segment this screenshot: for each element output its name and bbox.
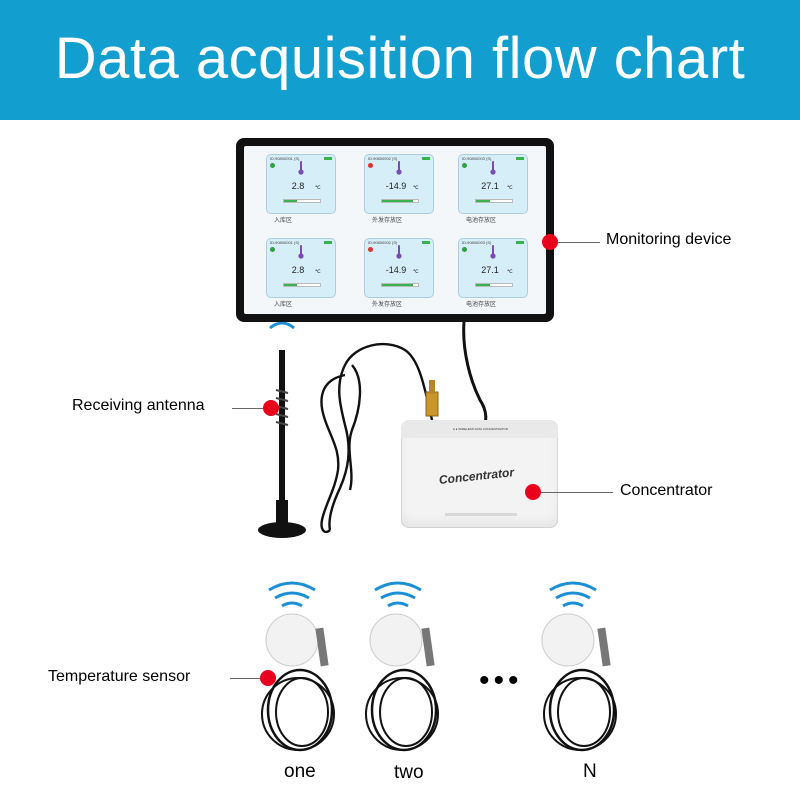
zone-label: 外发存放区 (372, 302, 403, 308)
sensor-tile[interactable]: ID:90800001 (S) 2.8 ℃ (266, 154, 336, 214)
zone-label: 入库区 (274, 218, 293, 224)
concentrator-led-strip (445, 513, 517, 516)
level-bar (381, 199, 419, 203)
temperature-unit: ℃ (507, 185, 513, 191)
sensor-tile[interactable]: ID:90800002 (S) -14.9 ℃ (364, 238, 434, 298)
receiving-antenna-leader (232, 408, 263, 409)
concentrator-device: ● ● WIRELESS DATA CONCENTRATOR Concentra… (401, 420, 558, 528)
status-dot-icon (368, 247, 373, 252)
temperature-value: 2.8 (291, 265, 305, 275)
status-dot-icon (270, 247, 275, 252)
temperature-sensor-label: Temperature sensor (48, 668, 191, 685)
temperature-unit: ℃ (315, 185, 321, 191)
sensor-label-n: N (583, 761, 597, 782)
temperature-value: -14.9 (385, 265, 407, 275)
monitoring-device: ID:90800001 (S) 2.8 ℃ 入库区 ID:90800002 (S) -14… (236, 138, 554, 322)
page-title: Data acquisition flow chart (54, 26, 746, 91)
sensor-tile[interactable]: ID:90800003 (S) 27.1 ℃ (458, 238, 528, 298)
temperature-value: 27.1 (481, 265, 499, 275)
antenna-cable (320, 342, 434, 534)
sensor-tile[interactable]: ID:90800001 (S) 2.8 ℃ (266, 238, 336, 298)
level-bar (283, 199, 321, 203)
zone-label: 入库区 (274, 302, 293, 308)
thermometer-icon (396, 245, 402, 259)
zone-label: 电池存放区 (466, 302, 497, 308)
monitoring-device-leader (558, 242, 600, 243)
battery-icon (422, 157, 430, 160)
sensor-tile[interactable]: ID:90800002 (S) -14.9 ℃ (364, 154, 434, 214)
monitor-screen: ID:90800001 (S) 2.8 ℃ 入库区 ID:90800002 (S) -14… (244, 146, 546, 314)
tile-id: ID:90800003 (S) (462, 156, 492, 161)
receiving-antenna-marker (263, 400, 279, 416)
tile-id: ID:90800001 (S) (270, 156, 300, 161)
sensor-label-two: two (394, 762, 424, 783)
sensor-tile[interactable]: ID:90800003 (S) 27.1 ℃ (458, 154, 528, 214)
monitor-cable (462, 321, 488, 427)
monitoring-device-label: Monitoring device (606, 231, 732, 248)
level-bar (475, 283, 513, 287)
temperature-unit: ℃ (315, 269, 321, 275)
concentrator-brand-text: Concentrator (438, 465, 515, 487)
temperature-unit: ℃ (413, 269, 419, 275)
battery-icon (516, 241, 524, 244)
status-dot-icon (462, 247, 467, 252)
zone-label: 外发存放区 (372, 218, 403, 224)
zone-label: 电池存放区 (466, 218, 497, 224)
temperature-sensor-marker (260, 670, 276, 686)
tile-id: ID:90800003 (S) (462, 240, 492, 245)
status-dot-icon (462, 163, 467, 168)
sensor-n-icon (541, 581, 617, 752)
temperature-unit: ℃ (413, 185, 419, 191)
thermometer-icon (298, 161, 304, 175)
thermometer-icon (490, 161, 496, 175)
temperature-value: -14.9 (385, 181, 407, 191)
temperature-value: 2.8 (291, 181, 305, 191)
battery-icon (516, 157, 524, 160)
temperature-value: 27.1 (481, 181, 499, 191)
receiving-antenna-label: Receiving antenna (72, 397, 205, 414)
temperature-unit: ℃ (507, 269, 513, 275)
concentrator-leader (541, 492, 613, 493)
temperature-sensor-leader (230, 678, 260, 679)
antenna-connector (425, 391, 439, 417)
concentrator-label: Concentrator (620, 482, 713, 499)
thermometer-icon (298, 245, 304, 259)
antenna-icon (258, 311, 306, 538)
battery-icon (422, 241, 430, 244)
battery-icon (324, 157, 332, 160)
level-bar (381, 283, 419, 287)
tile-id: ID:90800001 (S) (270, 240, 300, 245)
level-bar (283, 283, 321, 287)
concentrator-marker (525, 484, 541, 500)
thermometer-icon (396, 161, 402, 175)
monitoring-device-marker (542, 234, 558, 250)
tile-id: ID:90800002 (S) (368, 156, 398, 161)
sensor-one-icon (261, 581, 335, 752)
sensor-ellipsis: ••• (479, 664, 523, 697)
status-dot-icon (368, 163, 373, 168)
sensor-two-icon (365, 581, 439, 752)
battery-icon (324, 241, 332, 244)
tile-id: ID:90800002 (S) (368, 240, 398, 245)
title-banner: Data acquisition flow chart (0, 0, 800, 120)
status-dot-icon (270, 163, 275, 168)
thermometer-icon (490, 245, 496, 259)
sensor-label-one: one (284, 761, 316, 782)
level-bar (475, 199, 513, 203)
concentrator-model-text: ● ● WIRELESS DATA CONCENTRATOR (453, 427, 508, 431)
